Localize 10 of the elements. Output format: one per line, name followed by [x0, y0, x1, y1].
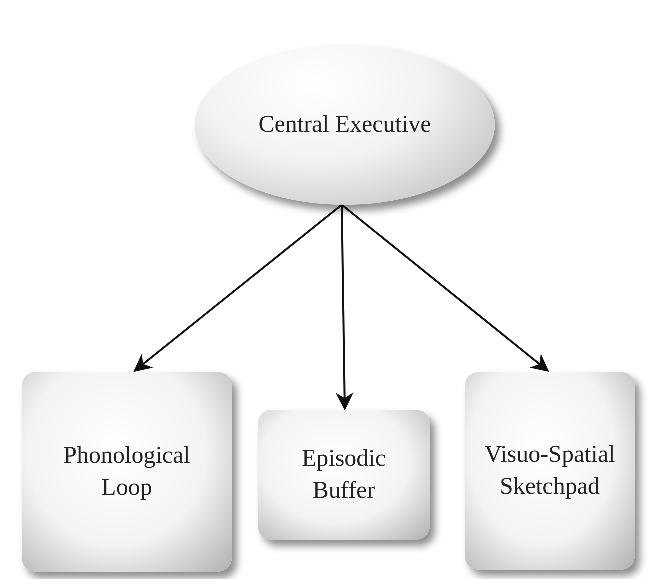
arrow [134, 204, 343, 372]
rounded-box [465, 372, 635, 570]
node-label: Episodic Buffer [301, 445, 387, 506]
arrow [336, 204, 354, 411]
arrow [341, 204, 550, 372]
node-label: Visuo-Spatial Sketchpad [484, 441, 616, 502]
node-label: Phonological Loop [62, 442, 192, 503]
node-label: Central Executive [258, 111, 432, 140]
rounded-box [22, 372, 232, 572]
rounded-box [258, 410, 430, 540]
